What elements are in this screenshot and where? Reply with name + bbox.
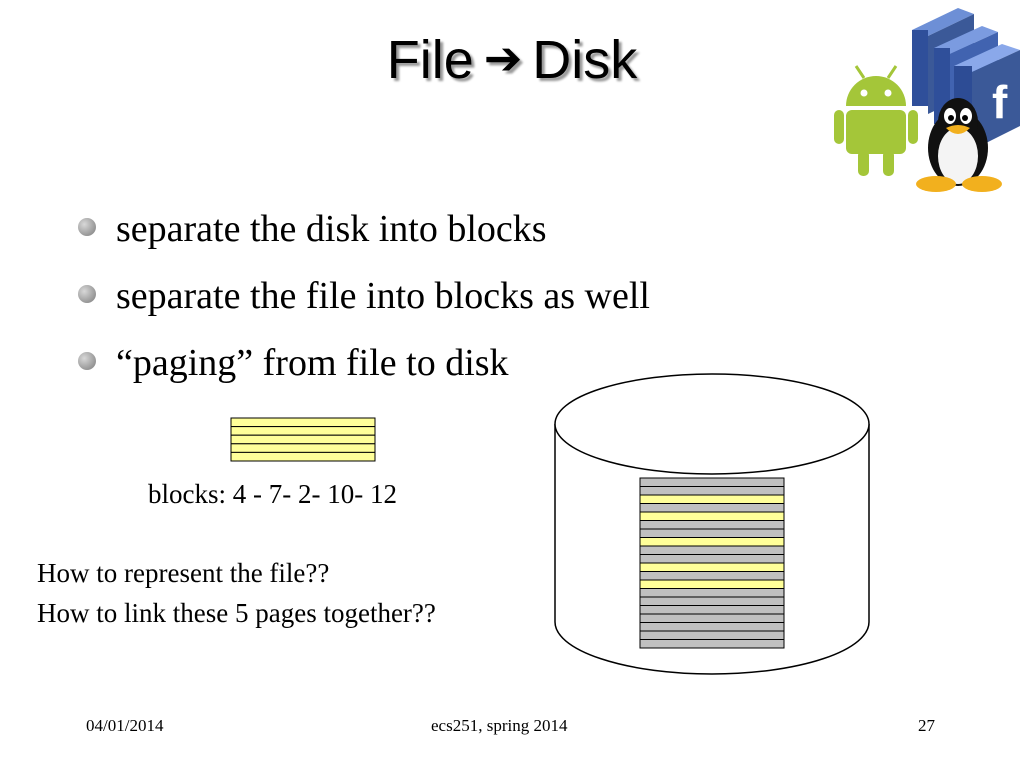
- bullet-list: separate the disk into blocks separate t…: [78, 196, 650, 397]
- file-block: [230, 434, 376, 445]
- disk-block: [639, 528, 785, 538]
- disk-block: [639, 520, 785, 530]
- disk-block-used: [639, 511, 785, 521]
- question-represent-file: How to represent the file??: [37, 558, 330, 588]
- bullet-text: “paging” from file to disk: [116, 342, 509, 384]
- bullet-text: separate the disk into blocks: [116, 208, 547, 250]
- bullet-item: “paging” from file to disk: [78, 330, 650, 397]
- disk-blocks: [639, 477, 785, 649]
- disk-block: [639, 545, 785, 555]
- disk-block: [639, 588, 785, 598]
- bullet-dot-icon: [78, 218, 96, 236]
- disk-block-used: [639, 579, 785, 589]
- title-file: File: [386, 30, 474, 90]
- disk-block-used: [639, 494, 785, 504]
- title-disk: Disk: [532, 30, 638, 90]
- android-icon: [834, 65, 918, 176]
- disk-block: [639, 503, 785, 513]
- os-logos: f: [834, 8, 1020, 192]
- disk-block: [639, 596, 785, 606]
- bullet-item: separate the disk into blocks: [78, 196, 650, 263]
- file-blocks: [230, 417, 376, 462]
- disk-block: [639, 639, 785, 649]
- file-block: [230, 417, 376, 428]
- disk-block-used: [639, 562, 785, 572]
- bullet-dot-icon: [78, 352, 96, 370]
- disk-block: [639, 630, 785, 640]
- disk-block: [639, 554, 785, 564]
- disk-block: [639, 622, 785, 632]
- tux-penguin-icon: [916, 98, 1002, 192]
- disk-block-used: [639, 537, 785, 547]
- file-block: [230, 451, 376, 462]
- bullet-item: separate the file into blocks as well: [78, 263, 650, 330]
- file-block: [230, 426, 376, 436]
- footer-course: ecs251, spring 2014: [431, 716, 568, 735]
- file-block: [230, 443, 376, 453]
- bullet-dot-icon: [78, 285, 96, 303]
- arrow-right-icon: ➔: [483, 32, 523, 84]
- disk-block: [639, 613, 785, 623]
- footer-page-number: 27: [918, 716, 935, 735]
- facebook-letter: f: [992, 76, 1008, 128]
- footer-date: 04/01/2014: [86, 716, 164, 735]
- disk-block: [639, 477, 785, 487]
- question-link-pages: How to link these 5 pages together??: [37, 598, 436, 628]
- disk-block: [639, 605, 785, 615]
- disk-block: [639, 571, 785, 581]
- bullet-text: separate the file into blocks as well: [116, 275, 650, 317]
- slide-title: File➔Disk: [0, 26, 1024, 92]
- disk-block: [639, 486, 785, 496]
- disk-cylinder: [554, 373, 870, 675]
- blocks-label: blocks: 4 - 7- 2- 10- 12: [148, 479, 397, 509]
- facebook-icon: f: [912, 8, 1020, 150]
